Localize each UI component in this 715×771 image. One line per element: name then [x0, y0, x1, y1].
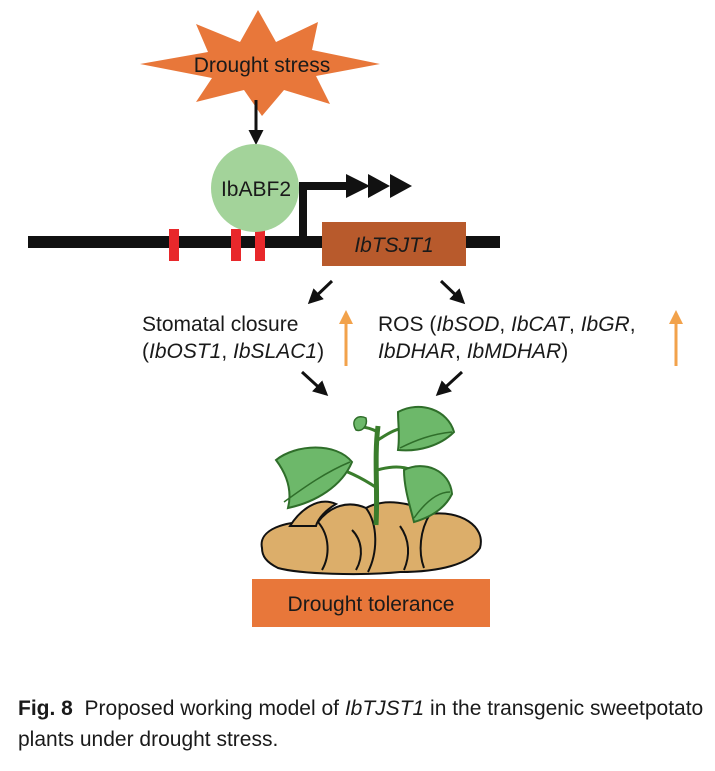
gene-ibcat: IbCAT: [511, 313, 571, 336]
transcription-arrowhead: [346, 174, 370, 198]
plant-stem: [373, 425, 381, 526]
gene-ibmdhar: IbMDHAR: [467, 340, 562, 363]
ros-genes-label: IbDHAR, IbMDHAR): [378, 340, 568, 363]
caption-text-after: in the transgenic sweetpotato plants und…: [18, 697, 704, 751]
stomatal-genes-label: (IbOST1, IbSLAC1): [142, 340, 324, 363]
leaf-right-lower: [402, 465, 454, 524]
gene-ibsod: IbSOD: [436, 313, 499, 336]
drought-stress-burst: [140, 10, 380, 116]
gene-ibslac1: IbSLAC1: [233, 340, 317, 363]
transcription-arrowhead: [390, 174, 412, 198]
tuber-segment-line: [365, 507, 377, 573]
drought-stress-label: Drought stress: [194, 54, 331, 77]
drought-tolerance-label: Drought tolerance: [288, 593, 455, 616]
gene-to-stomatal-arrow: [307, 279, 334, 305]
ibabf2-circle: [211, 144, 299, 232]
tuber-segment-line: [351, 529, 362, 571]
ibtsjt1-label: IbTSJT1: [354, 234, 433, 257]
promoter-element: [231, 229, 241, 261]
sweetpotato-plant-illustration: [260, 405, 482, 576]
gene-ibdhar: IbDHAR: [378, 340, 455, 363]
tuber-segment-line: [419, 513, 431, 569]
tuber-root: [288, 500, 339, 527]
ibabf2-label: IbABF2: [221, 178, 291, 201]
leaf-top-bud: [353, 416, 368, 432]
leaf-vein: [413, 491, 451, 519]
gene-ibost1: IbOST1: [149, 340, 221, 363]
promoter-element: [169, 229, 179, 261]
gene-to-ros-arrow: [439, 279, 466, 305]
transcription-start-line: [299, 182, 352, 240]
transcription-arrowhead: [368, 174, 390, 198]
figure-caption: Fig. 8 Proposed working model of IbTJST1…: [18, 693, 708, 755]
ibtsjt1-gene-box: [322, 222, 466, 266]
ros-upregulation-arrowhead: [669, 310, 683, 324]
promoter-element: [255, 229, 265, 261]
ros-label: ROS (IbSOD, IbCAT, IbGR,: [378, 313, 636, 336]
drought-tolerance-box: [252, 579, 490, 627]
stomatal-upregulation-arrowhead: [339, 310, 353, 324]
tuber-segment-line: [317, 521, 329, 571]
caption-gene-name: IbTJST1: [344, 697, 425, 720]
stomatal-to-plant-arrow: [300, 370, 329, 397]
caption-text-before: Proposed working model of: [84, 697, 339, 720]
stomatal-closure-label: Stomatal closure: [142, 313, 298, 336]
gene-ibgr: IbGR: [581, 313, 630, 336]
leaf-right-upper: [396, 405, 456, 452]
leaf-vein: [399, 431, 453, 449]
leaf-left: [274, 446, 354, 510]
tuber-segment-line: [399, 525, 410, 571]
ros-to-plant-arrow: [435, 370, 464, 397]
figure-number: Fig. 8: [18, 697, 73, 720]
working-model-diagram: Drought stress IbABF2 IbTSJT1 Stomatal c…: [28, 10, 683, 627]
ros-prefix: ROS: [378, 313, 424, 336]
leaf-vein: [283, 461, 351, 503]
